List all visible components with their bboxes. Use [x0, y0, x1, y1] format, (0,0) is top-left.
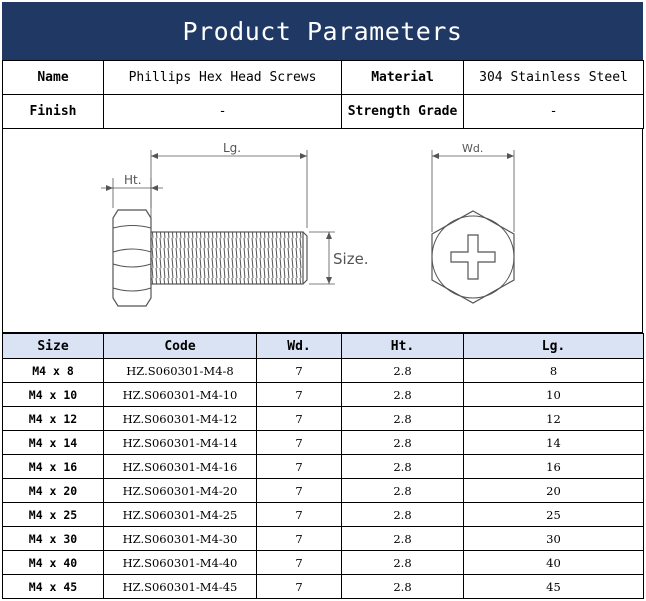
col-lg-header: Lg.: [463, 333, 644, 359]
width-label: Wd.: [462, 142, 483, 155]
ht-cell: 2.8: [341, 454, 464, 479]
size-cell: M4 x 25: [2, 502, 104, 527]
ht-cell: 2.8: [341, 382, 464, 407]
size-cell: M4 x 14: [2, 430, 104, 455]
ht-cell: 2.8: [341, 406, 464, 431]
size-cell: M4 x 8: [2, 358, 104, 383]
wd-cell: 7: [256, 430, 342, 455]
info-table: Name Phillips Hex Head Screws Material 3…: [2, 60, 644, 129]
code-cell: HZ.S060301-M4-10: [103, 382, 257, 407]
size-cell: M4 x 30: [2, 526, 104, 551]
table-row: M4 x 8 HZ.S060301-M4-8 7 2.8 8: [2, 358, 644, 383]
size-cell: M4 x 20: [2, 478, 104, 503]
table-row: M4 x 14 HZ.S060301-M4-14 7 2.8 14: [2, 430, 644, 455]
wd-cell: 7: [256, 454, 342, 479]
name-label: Name: [2, 60, 104, 95]
width-dimension: [431, 150, 515, 232]
code-cell: HZ.S060301-M4-14: [103, 430, 257, 455]
lg-cell: 25: [463, 502, 644, 527]
code-cell: HZ.S060301-M4-8: [103, 358, 257, 383]
screw-drawing-svg: Lg. Ht. Size.: [101, 141, 515, 307]
ht-cell: 2.8: [341, 430, 464, 455]
length-label: Lg.: [223, 141, 241, 155]
code-cell: HZ.S060301-M4-16: [103, 454, 257, 479]
lg-cell: 40: [463, 550, 644, 575]
ht-cell: 2.8: [341, 526, 464, 551]
table-row: M4 x 30 HZ.S060301-M4-30 7 2.8 30: [2, 526, 644, 551]
technical-drawing: Lg. Ht. Size.: [2, 128, 643, 333]
info-row-finish: Finish - Strength Grade -: [2, 94, 644, 129]
code-cell: HZ.S060301-M4-12: [103, 406, 257, 431]
length-dimension: [150, 150, 308, 228]
table-row: M4 x 25 HZ.S060301-M4-25 7 2.8 25: [2, 502, 644, 527]
wd-cell: 7: [256, 550, 342, 575]
table-row: M4 x 20 HZ.S060301-M4-20 7 2.8 20: [2, 478, 644, 503]
wd-cell: 7: [256, 478, 342, 503]
ht-cell: 2.8: [341, 550, 464, 575]
head-height-dimension: [101, 178, 163, 208]
size-label: Size.: [333, 250, 369, 268]
wd-cell: 7: [256, 574, 342, 599]
size-cell: M4 x 40: [2, 550, 104, 575]
finish-value: -: [103, 94, 342, 129]
screw-top-view: [431, 210, 515, 304]
wd-cell: 7: [256, 358, 342, 383]
grade-label: Strength Grade: [341, 94, 464, 129]
lg-cell: 8: [463, 358, 644, 383]
wd-cell: 7: [256, 502, 342, 527]
wd-cell: 7: [256, 526, 342, 551]
spec-table: Size Code Wd. Ht. Lg. M4 x 8 HZ.S060301-…: [2, 333, 644, 599]
lg-cell: 14: [463, 430, 644, 455]
screw-side-view: [112, 209, 308, 307]
material-label: Material: [341, 60, 464, 95]
table-row: M4 x 45 HZ.S060301-M4-45 7 2.8 45: [2, 574, 644, 599]
lg-cell: 20: [463, 478, 644, 503]
table-row: M4 x 40 HZ.S060301-M4-40 7 2.8 40: [2, 550, 644, 575]
head-height-label: Ht.: [124, 173, 142, 187]
col-wd-header: Wd.: [256, 333, 342, 359]
table-row: M4 x 12 HZ.S060301-M4-12 7 2.8 12: [2, 406, 644, 431]
col-ht-header: Ht.: [341, 333, 464, 359]
lg-cell: 10: [463, 382, 644, 407]
grade-value: -: [463, 94, 644, 129]
lg-cell: 45: [463, 574, 644, 599]
code-cell: HZ.S060301-M4-20: [103, 478, 257, 503]
ht-cell: 2.8: [341, 574, 464, 599]
size-cell: M4 x 12: [2, 406, 104, 431]
material-value: 304 Stainless Steel: [463, 60, 644, 95]
col-size-header: Size: [2, 333, 104, 359]
ht-cell: 2.8: [341, 502, 464, 527]
size-cell: M4 x 16: [2, 454, 104, 479]
code-cell: HZ.S060301-M4-30: [103, 526, 257, 551]
table-row: M4 x 16 HZ.S060301-M4-16 7 2.8 16: [2, 454, 644, 479]
size-cell: M4 x 10: [2, 382, 104, 407]
ht-cell: 2.8: [341, 478, 464, 503]
size-cell: M4 x 45: [2, 574, 104, 599]
finish-label: Finish: [2, 94, 104, 129]
code-cell: HZ.S060301-M4-25: [103, 502, 257, 527]
lg-cell: 16: [463, 454, 644, 479]
spec-header-row: Size Code Wd. Ht. Lg.: [2, 333, 644, 359]
name-value: Phillips Hex Head Screws: [103, 60, 342, 95]
wd-cell: 7: [256, 406, 342, 431]
lg-cell: 30: [463, 526, 644, 551]
ht-cell: 2.8: [341, 358, 464, 383]
lg-cell: 12: [463, 406, 644, 431]
wd-cell: 7: [256, 382, 342, 407]
code-cell: HZ.S060301-M4-40: [103, 550, 257, 575]
code-cell: HZ.S060301-M4-45: [103, 574, 257, 599]
size-dimension: [309, 231, 335, 285]
info-row-name: Name Phillips Hex Head Screws Material 3…: [2, 60, 644, 95]
col-code-header: Code: [103, 333, 257, 359]
page-title: Product Parameters: [2, 2, 643, 60]
table-row: M4 x 10 HZ.S060301-M4-10 7 2.8 10: [2, 382, 644, 407]
